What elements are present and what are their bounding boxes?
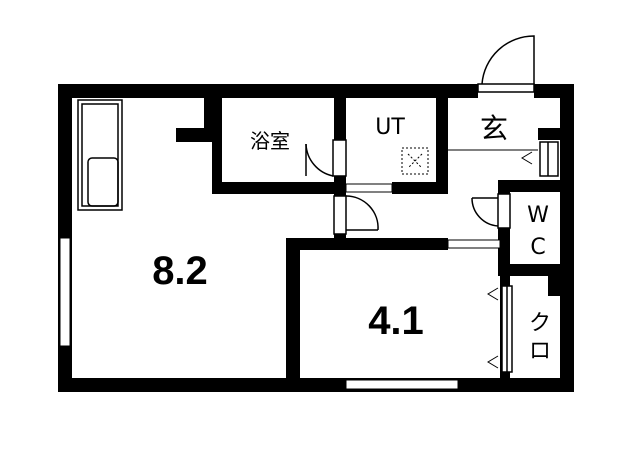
sink-icon: [87, 157, 119, 207]
kitchen-counter: [77, 99, 123, 211]
wall-bottom: [58, 378, 574, 392]
wall-top-left: [58, 84, 478, 98]
ut-door-opening: [345, 183, 393, 193]
closet-label-ku: ク: [529, 311, 551, 336]
door-markers: [487, 151, 533, 369]
wc-bottom-wall: [498, 264, 574, 276]
bedroom-left-wall: [286, 238, 300, 392]
bath-ut-divider: [334, 84, 346, 194]
wc-label-w: W: [527, 203, 549, 228]
marker-closet-top: [487, 287, 499, 301]
marker-entrance: [521, 151, 533, 165]
vent-fan-icon: [401, 147, 429, 175]
bedroom-top-wall: [286, 238, 448, 250]
window-left: [59, 237, 71, 347]
entrance-label: 玄: [480, 112, 508, 145]
bath-door[interactable]: [305, 139, 347, 177]
doors: [305, 35, 559, 373]
kitchen-wall-stub: [176, 128, 206, 142]
bath-left-wall: [212, 84, 222, 194]
ut-right-wall: [436, 84, 448, 194]
living-door[interactable]: [333, 195, 379, 235]
ut-bottom-wall: [392, 182, 448, 194]
closet-corner: [548, 276, 574, 296]
closet-label-ro: ロ: [529, 339, 551, 364]
wall-right: [560, 84, 574, 392]
closet-door[interactable]: [501, 285, 513, 373]
entrance-cabinet: [539, 141, 559, 177]
bedroom-door-opening: [447, 239, 501, 249]
bath-label: 浴室: [250, 129, 290, 153]
counter-outline: [77, 99, 123, 211]
wc-door[interactable]: [471, 193, 511, 229]
wc-label-c: C: [530, 235, 545, 260]
entrance-door[interactable]: [477, 35, 535, 93]
marker-closet-bottom: [487, 355, 499, 369]
wc-top-wall: [498, 180, 574, 192]
bath-bottom-wall: [212, 182, 334, 194]
entrance-right-post: [538, 128, 574, 140]
window-bedroom: [345, 379, 459, 390]
utility-label: UT: [375, 115, 405, 140]
bedroom-size: 4.1: [368, 299, 424, 343]
windows: [59, 183, 501, 390]
living-size: 8.2: [152, 249, 208, 293]
